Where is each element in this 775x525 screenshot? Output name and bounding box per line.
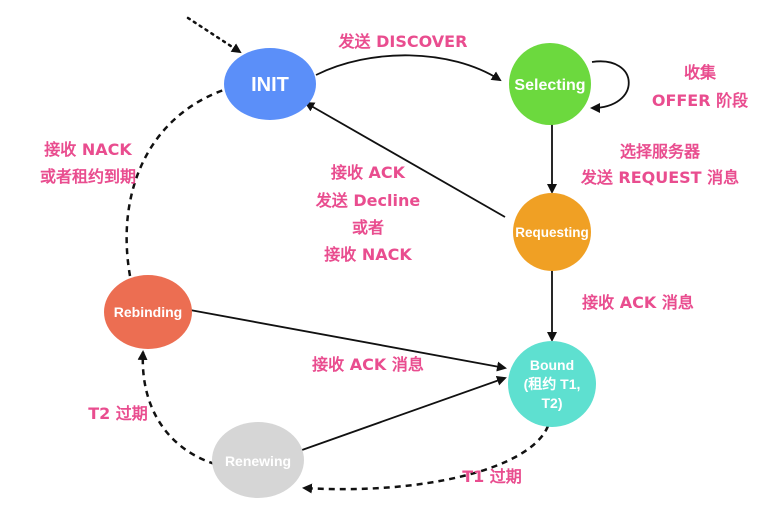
edge-requesting-to-init <box>304 102 506 218</box>
node-renewing: Renewing <box>212 422 304 498</box>
node-requesting: Requesting <box>513 193 591 271</box>
label-t2-expire: T2 过期 <box>88 404 148 423</box>
edge-renewing-to-bound <box>301 375 507 451</box>
node-selecting-label: Selecting <box>514 77 585 94</box>
node-requesting-label: Requesting <box>515 225 589 240</box>
label-rebinding-to-init-line2: 或者租约到期 <box>40 167 136 186</box>
edge-renewing-to-rebinding <box>137 350 216 466</box>
node-bound-label-line1: Bound <box>530 357 574 373</box>
label-collect-offer-line1: 收集 <box>684 63 717 82</box>
label-req-to-init-line3: 或者 <box>352 218 384 237</box>
label-send-discover: 发送 DISCOVER <box>338 32 468 51</box>
edge-selecting-self-loop <box>590 60 630 113</box>
edge-rebinding-to-bound <box>189 309 507 372</box>
node-renewing-label: Renewing <box>225 453 291 469</box>
node-bound: Bound (租约 T1, T2) <box>508 341 596 427</box>
node-init-label: INIT <box>251 74 289 96</box>
entry-arrow <box>186 16 242 54</box>
label-req-to-init-line2: 发送 Decline <box>315 191 421 210</box>
label-rebinding-to-bound: 接收 ACK 消息 <box>312 355 424 374</box>
label-t1-expire: T1 过期 <box>462 467 522 486</box>
edges <box>125 16 630 494</box>
label-collect-offer-line2: OFFER 阶段 <box>652 91 749 110</box>
label-req-to-init-line1: 接收 ACK <box>331 163 406 182</box>
edge-labels: 发送 DISCOVER 收集 OFFER 阶段 选择服务器 发送 REQUEST… <box>40 32 749 486</box>
node-bound-label-line2: (租约 T1, <box>524 376 581 392</box>
edge-rebinding-to-init <box>125 83 238 277</box>
node-selecting: Selecting <box>509 43 591 125</box>
label-select-server-line2: 发送 REQUEST 消息 <box>580 168 739 187</box>
node-init: INIT <box>224 48 316 120</box>
label-req-to-init-line4: 接收 NACK <box>324 245 412 264</box>
label-req-to-bound: 接收 ACK 消息 <box>582 293 694 312</box>
node-rebinding-label: Rebinding <box>114 304 182 320</box>
label-select-server-line1: 选择服务器 <box>620 142 701 161</box>
label-rebinding-to-init-line1: 接收 NACK <box>44 140 132 159</box>
edge-init-to-selecting <box>315 54 502 82</box>
edge-bound-to-renewing <box>302 425 550 494</box>
node-bound-label-line3: T2) <box>542 395 563 411</box>
node-rebinding: Rebinding <box>104 275 192 349</box>
